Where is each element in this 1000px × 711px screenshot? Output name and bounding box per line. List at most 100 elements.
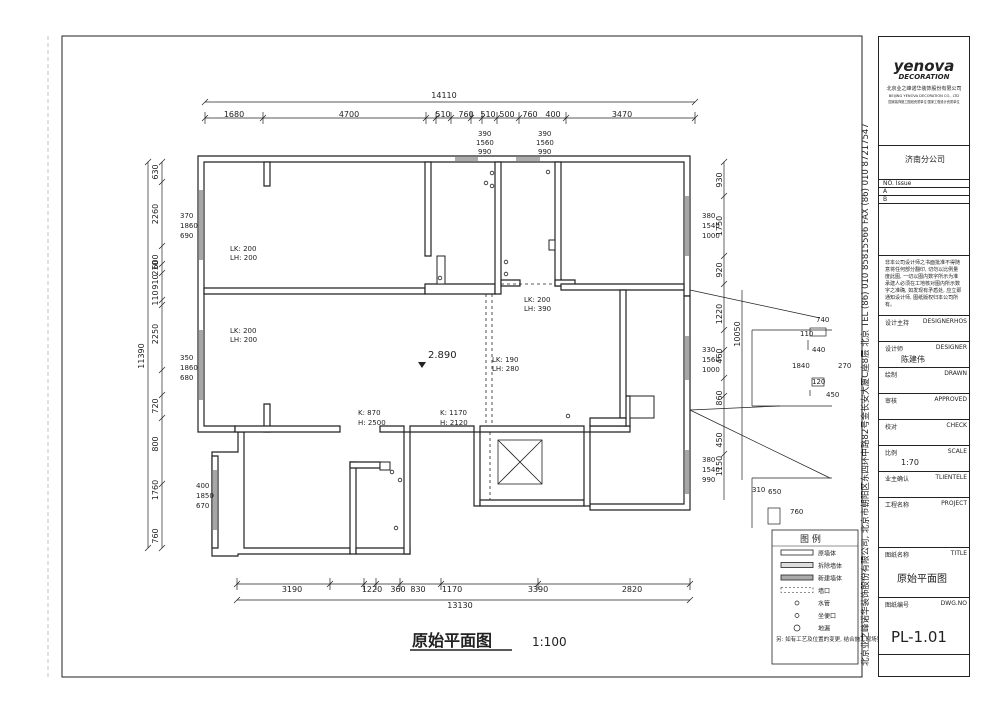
wall-stair-bottom	[479, 499, 585, 507]
dim-right-seg-3: 1220	[715, 304, 724, 324]
wall-balcony	[211, 455, 219, 549]
dim-top-seg-3: 760	[458, 110, 473, 119]
legend-note: 另: 如有工艺及位置的变更, 结合施工现场实际情况直接交底。	[776, 635, 926, 643]
row-label-en: TLIENTELE	[935, 474, 967, 481]
annotations: 370 1860 690 350 1860 680 400 1850 670 3…	[180, 130, 720, 510]
dim-bottom-seg-0: 3190	[282, 585, 302, 594]
detail-1-a: 740	[816, 316, 829, 324]
company-en: BEIJING YENOVA DECORATION CO., LTD	[888, 94, 960, 98]
row-label-cn: 绘制	[885, 372, 898, 379]
issue-label: Issue	[895, 180, 912, 187]
row-label-cn: 比例	[885, 450, 898, 457]
detail-1-c: 440	[812, 346, 825, 354]
wall-stair-left	[473, 431, 481, 507]
dim-top-seg-2: 510	[435, 110, 450, 119]
detail-1-b: 110	[800, 330, 813, 338]
title-block: yenova DECORATION 北京业之峰诺华装饰股份有限公司 BEIJIN…	[878, 36, 970, 677]
detail-3-a: 310	[752, 486, 765, 494]
row-label-cn: 设计师	[885, 346, 904, 353]
dim-left-seg-4: 910	[151, 274, 160, 289]
dim-right-tick-5	[720, 346, 728, 354]
wall-room-div	[424, 161, 432, 257]
dim-right-tick-4	[720, 326, 728, 334]
dim-bottom-total-tick-a	[233, 596, 241, 604]
level-marker-icon	[418, 362, 426, 368]
dim-top-seg-1: 4700	[339, 110, 359, 119]
dim-right-tick-0	[720, 158, 728, 166]
lk2-a: LK: 200	[230, 327, 256, 335]
detail-2-b: 270	[838, 362, 851, 370]
win-right-3-c: 990	[702, 476, 715, 484]
win-left-2-b: 1860	[180, 364, 198, 372]
wall-living-top	[203, 287, 426, 295]
wall-kitchen-left	[494, 161, 502, 295]
dashed-openings	[485, 283, 555, 500]
rev-b: B	[879, 196, 969, 204]
shaft-box	[497, 439, 543, 485]
branch-row: 济南分公司	[879, 145, 969, 180]
detail-2-d: 450	[826, 391, 839, 399]
dim-right-total: 10050	[733, 321, 742, 346]
win-right-3-a: 380	[702, 456, 715, 464]
dim-left-seg-0: 630	[151, 164, 160, 179]
brand-sub: DECORATION	[898, 73, 950, 81]
wall-kitchen-bottom	[500, 279, 521, 287]
win-right-2-b: 1560	[702, 356, 720, 364]
dim-left-seg-5: 110	[151, 290, 160, 305]
legend-symbol-drain-icon	[793, 624, 801, 632]
win-top-1-c: 990	[478, 148, 491, 156]
company-cn: 北京业之峰诺华装饰股份有限公司	[886, 86, 962, 92]
dim-top-total: 14110	[431, 91, 456, 100]
win-right-3-b: 1540	[702, 466, 720, 474]
dim-left-tick-8	[158, 391, 166, 399]
dim-right-seg-7: 1150	[715, 456, 724, 476]
company-tag: 国家装饰施工图纸资质单位·国家工程设计资质单位	[888, 100, 960, 104]
dim-top-total-tick-b	[691, 98, 699, 106]
legend-item-label: 拆除墙体	[818, 562, 842, 570]
no-label: NO.	[883, 180, 894, 187]
wall-bedroom-top	[560, 283, 685, 291]
dim-left-seg-9: 1760	[151, 480, 160, 500]
dim-left-total-tick-a	[144, 158, 152, 166]
win-left-1-a: 370	[180, 212, 193, 220]
row-label-cn: 图纸名称	[885, 552, 910, 559]
legend-symbol-opening-icon	[780, 587, 814, 593]
lk2-b: LH: 200	[230, 336, 257, 344]
dim-top-seg-6: 760	[522, 110, 537, 119]
dim-left-total-tick-b	[144, 544, 152, 552]
win-left-3-a: 400	[196, 482, 209, 490]
detail-2-c: 120	[812, 378, 825, 386]
door1-b: H: 2500	[358, 419, 386, 427]
copyright-note: 非本公司设计师之书面批准不得随意将任何部分翻印, 切勿以比例量度此图, 一切以图…	[879, 255, 969, 316]
dim-bottom-seg-6: 2820	[622, 585, 642, 594]
win-right-1-a: 380	[702, 212, 715, 220]
dim-top-total-tick-a	[201, 98, 209, 106]
drawing-scale: 1:100	[532, 635, 567, 649]
legend-title: 图 例	[800, 533, 821, 545]
lk1-b: LH: 200	[230, 254, 257, 262]
row-label-cn: 图纸编号	[885, 602, 910, 609]
dim-left-total: 11390	[137, 343, 146, 368]
win-left-2-a: 350	[180, 354, 193, 362]
dim-left-seg-6: 2250	[151, 324, 160, 344]
win-top-2-b: 1560	[536, 139, 554, 147]
dim-left-tick-4	[158, 269, 166, 277]
dim-bottom-seg-1: 1220	[362, 585, 382, 594]
issue-header: NO. Issue	[879, 180, 969, 188]
win-right-2-a: 330	[702, 346, 715, 354]
wall-bottom-mid	[349, 461, 357, 555]
wall-kitchen-right	[554, 161, 562, 287]
legend-item-label: 原墙体	[818, 550, 836, 558]
dim-left-tick-2	[158, 242, 166, 250]
brand-name: yenova	[893, 57, 955, 75]
row-label-en: APPROVED	[934, 396, 967, 403]
door2-b: H: 2120	[440, 419, 468, 427]
dim-left-tick-9	[158, 414, 166, 422]
legend-symbol-toilet-icon	[794, 613, 800, 618]
wall-bedroom-bottom	[589, 417, 627, 427]
